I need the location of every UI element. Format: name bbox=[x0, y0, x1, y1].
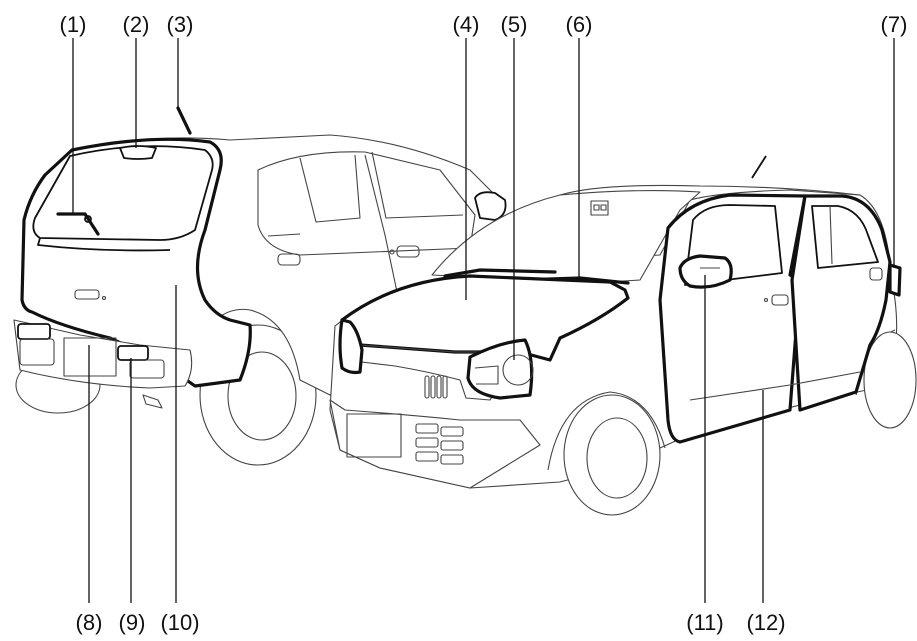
rear-bumper bbox=[13, 319, 193, 389]
front-bumper bbox=[329, 399, 541, 489]
left-headlight bbox=[338, 318, 364, 375]
side-mirror bbox=[678, 254, 733, 289]
label-9: (9) bbox=[119, 610, 146, 635]
rear-combination-lamp bbox=[117, 345, 165, 379]
high-mount-stop-lamp bbox=[119, 145, 157, 160]
front-car-front-wheel bbox=[547, 391, 666, 516]
label-7: (7) bbox=[881, 12, 908, 37]
label-12: (12) bbox=[746, 610, 785, 635]
label-10: (10) bbox=[160, 610, 199, 635]
label-8: (8) bbox=[76, 610, 103, 635]
label-2: (2) bbox=[123, 12, 150, 37]
leader-lines bbox=[72, 38, 895, 603]
label-11: (11) bbox=[686, 610, 724, 635]
hood bbox=[340, 274, 630, 362]
label-1: (1) bbox=[60, 12, 87, 37]
rear-wiper bbox=[56, 212, 100, 236]
rear-combination-lamp-side bbox=[888, 263, 902, 297]
callout-labels: (1) (2) (3) (4) (5) (6) (7) (8) (9) (10)… bbox=[60, 12, 908, 635]
label-5: (5) bbox=[501, 12, 528, 37]
rear-antenna bbox=[176, 106, 192, 135]
rear-car-side-mirror bbox=[474, 191, 507, 221]
label-4: (4) bbox=[453, 12, 480, 37]
grille-slots bbox=[424, 375, 448, 399]
front-view-car bbox=[329, 155, 917, 516]
label-6: (6) bbox=[566, 12, 593, 37]
label-3: (3) bbox=[167, 12, 194, 37]
side-doors bbox=[658, 193, 892, 444]
headlight bbox=[466, 338, 534, 400]
